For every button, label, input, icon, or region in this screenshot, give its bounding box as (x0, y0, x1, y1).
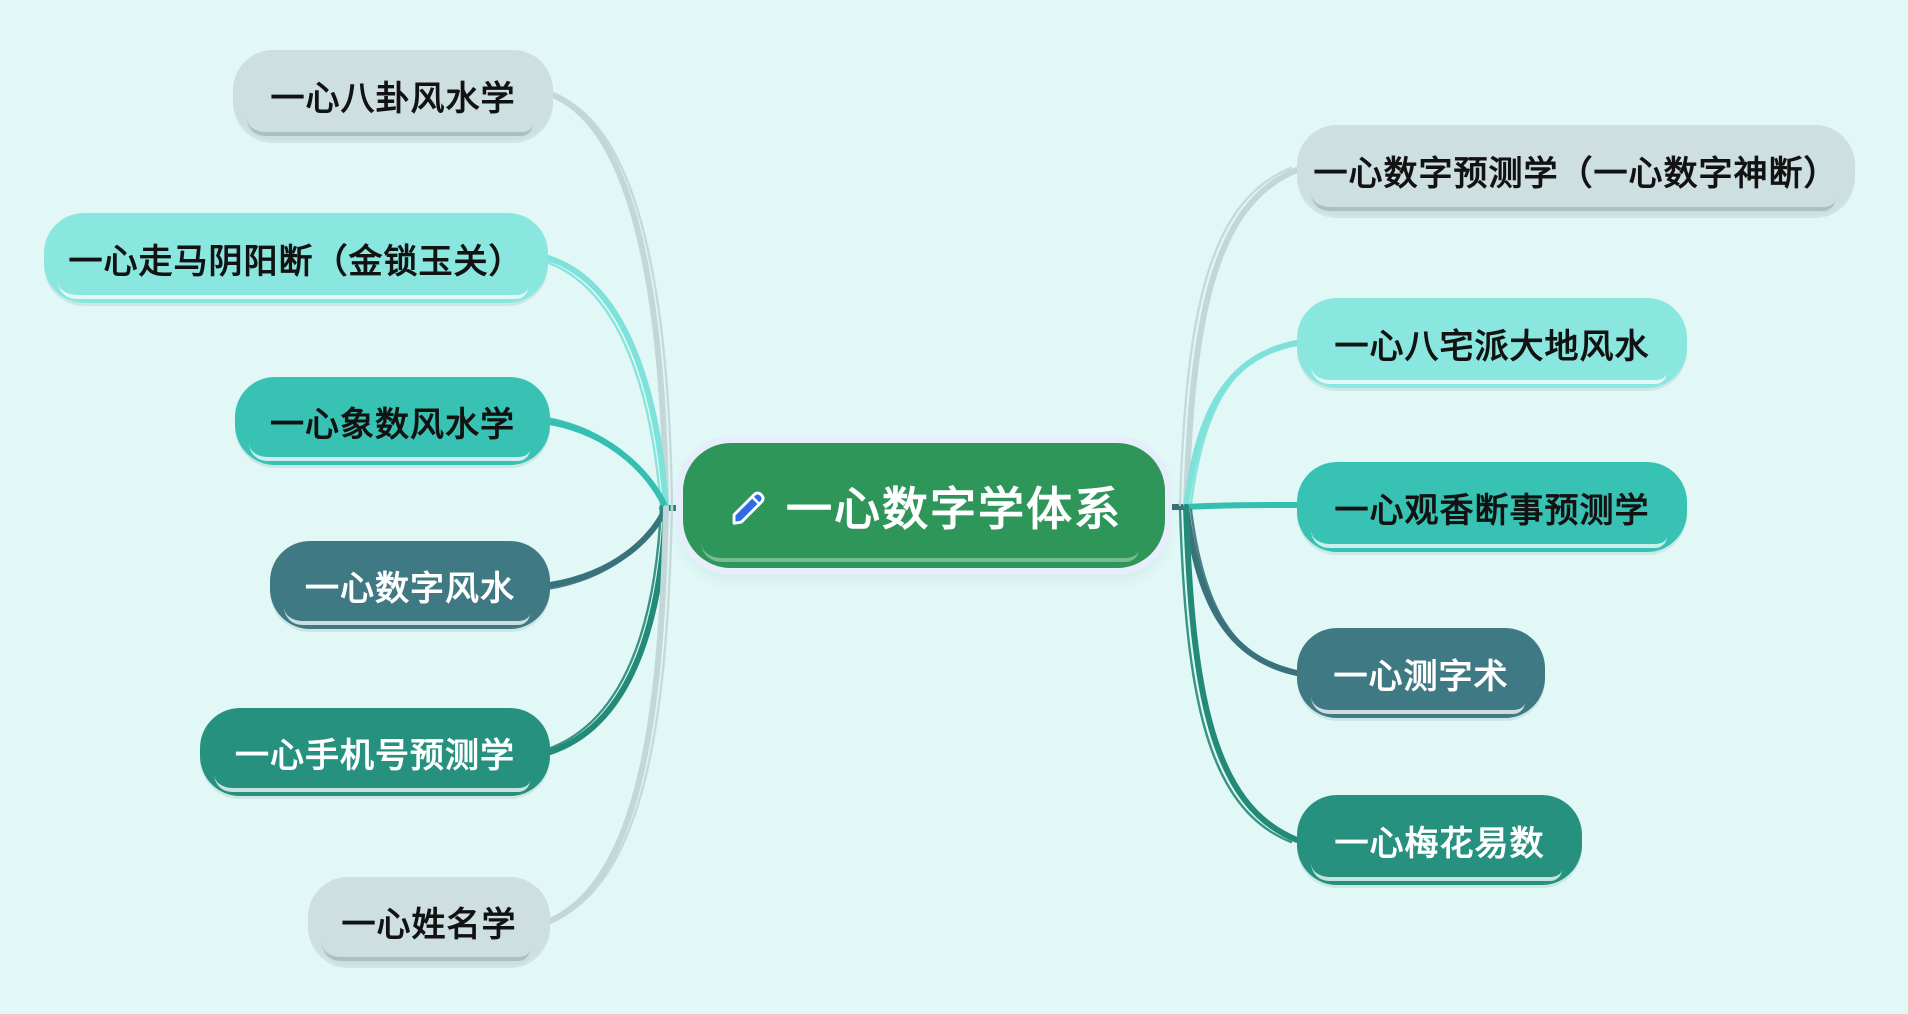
edge-left-4 (547, 505, 669, 588)
branch-node-left-2[interactable]: 一心走马阴阳断（金锁玉关） (44, 213, 548, 303)
edge-left-1-sketch (557, 95, 674, 512)
edge-left-6-sketch (554, 504, 674, 921)
branch-node-left-6[interactable]: 一心姓名学 (308, 877, 550, 965)
edge-right-4 (1183, 504, 1300, 676)
edge-right-1 (1183, 167, 1300, 510)
branch-node-right-5[interactable]: 一心梅花易数 (1297, 795, 1582, 885)
branch-label: 一心测字术 (1333, 657, 1509, 696)
branch-label: 一心手机号预测学 (235, 736, 515, 775)
edge-right-5 (1183, 504, 1300, 843)
edge-left-4-sketch (545, 510, 665, 591)
edge-right-4-sketch (1189, 508, 1304, 678)
edge-left-3-sketch (545, 416, 665, 506)
branch-label: 一心姓名学 (341, 905, 517, 944)
root-node[interactable]: 一心数字学体系 (683, 443, 1165, 568)
edge-right-3 (1183, 502, 1300, 510)
branch-node-left-5[interactable]: 一心手机号预测学 (200, 708, 550, 796)
edge-left-2-sketch (541, 259, 663, 513)
branch-node-left-3[interactable]: 一心象数风水学 (235, 377, 550, 465)
branch-label: 一心八卦风水学 (270, 79, 516, 118)
root-label: 一心数字学体系 (786, 482, 1122, 535)
pencil-icon (732, 491, 765, 525)
branch-label: 一心数字风水 (305, 569, 515, 608)
branch-label: 一心观香断事预测学 (1334, 491, 1650, 530)
branch-label: 一心象数风水学 (270, 405, 515, 444)
edge-right-2 (1183, 340, 1300, 510)
edge-right-1-sketch (1178, 166, 1293, 507)
edge-left-6 (547, 505, 669, 924)
branch-label: 一心梅花易数 (1334, 824, 1545, 863)
branch-node-right-3[interactable]: 一心观香断事预测学 (1297, 462, 1687, 552)
edge-left-2 (545, 255, 669, 511)
branch-node-left-1[interactable]: 一心八卦风水学 (233, 50, 553, 140)
edge-right-5-sketch (1178, 507, 1293, 844)
branch-node-right-4[interactable]: 一心测字术 (1297, 628, 1545, 718)
branch-label: 一心八宅派大地风水 (1334, 327, 1650, 366)
branch-label: 一心走马阴阳断（金锁玉关） (68, 242, 524, 281)
edge-left-5 (547, 505, 669, 755)
edge-left-5-sketch (543, 504, 663, 752)
edge-left-1 (550, 92, 669, 511)
branch-node-left-4[interactable]: 一心数字风水 (270, 541, 550, 629)
branch-node-right-2[interactable]: 一心八宅派大地风水 (1297, 298, 1687, 388)
branch-node-right-1[interactable]: 一心数字预测学（一心数字神断） (1297, 125, 1855, 215)
edge-right-2-sketch (1189, 338, 1304, 506)
branch-label: 一心数字预测学（一心数字神断） (1313, 154, 1839, 193)
edge-left-3 (547, 419, 669, 511)
